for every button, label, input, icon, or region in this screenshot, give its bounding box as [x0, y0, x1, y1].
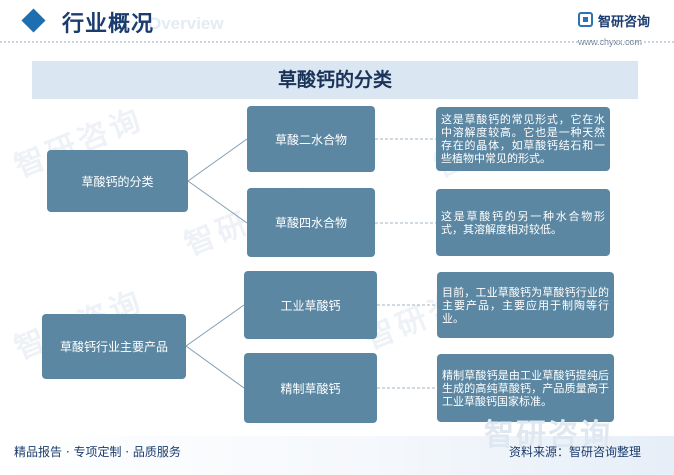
- description-industrial: 目前，工业草酸钙为草酸钙行业的主要产品，主要应用于制陶等行业。: [437, 272, 614, 338]
- header: Overview 行业概况 智研咨询 www.chyxx.com: [0, 0, 674, 50]
- footer-source: 资料来源：智研咨询整理: [509, 445, 642, 459]
- connector-line: [185, 304, 245, 347]
- category-node-main-products: 草酸钙行业主要产品: [42, 314, 186, 379]
- header-divider: [0, 41, 674, 43]
- product-node-refined: 精制草酸钙: [244, 353, 377, 423]
- description-refined: 精制草酸钙是由工业草酸钙提纯后生成的高纯草酸钙，产品质量高于工业草酸钙国家标准。: [437, 354, 614, 422]
- logo-name: 智研咨询: [598, 15, 651, 30]
- page-title: 行业概况: [62, 12, 155, 37]
- connector-line: [187, 138, 248, 182]
- footer-band: [0, 436, 674, 475]
- diagram-title: 草酸钙的分类: [32, 61, 638, 99]
- footer-watermark: 智研咨询: [484, 418, 612, 453]
- header-overview: Overview: [148, 14, 224, 33]
- product-node-industrial: 工业草酸钙: [244, 271, 377, 339]
- footer: 智研咨询 精品报告 · 专项定制 · 品质服务 资料来源：智研咨询整理: [0, 418, 674, 475]
- description-dihydrate: 这是草酸钙的常见形式，它在水中溶解度较高。它也是一种天然存在的晶体，如草酸钙结石…: [436, 107, 610, 171]
- logo-icon: [578, 12, 593, 27]
- footer-slogan: 精品报告 · 专项定制 · 品质服务: [14, 445, 181, 459]
- category-node-classification: 草酸钙的分类: [47, 150, 188, 212]
- connector-line: [187, 180, 248, 224]
- subtype-node-tetrahydrate: 草酸四水合物: [247, 188, 375, 257]
- description-tetrahydrate: 这是草酸钙的另一种水合物形式，其溶解度相对较低。: [436, 189, 610, 256]
- subtype-node-dihydrate: 草酸二水合物: [247, 106, 375, 172]
- connector-line: [185, 345, 245, 389]
